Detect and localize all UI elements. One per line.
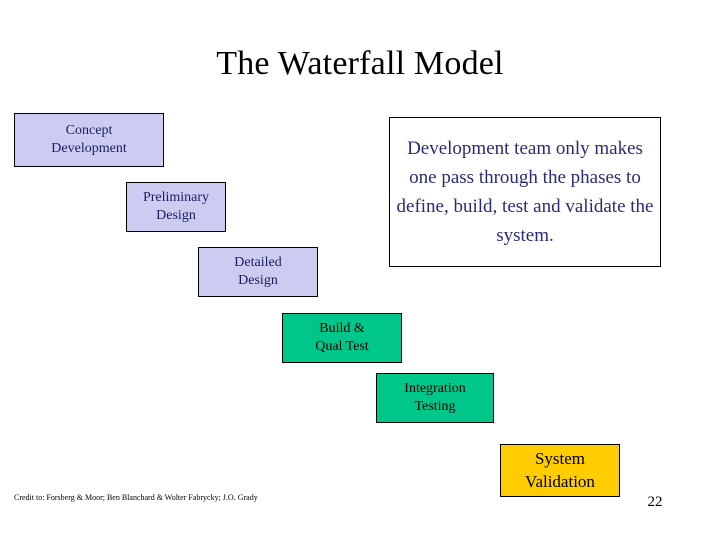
phase-box-build-qual-test[interactable]: Build & Qual Test bbox=[282, 313, 402, 363]
credit-line: Credit to: Forsberg & Moor; Ben Blanchar… bbox=[14, 493, 258, 502]
page-title: The Waterfall Model bbox=[216, 45, 504, 82]
phase-label-line2: Design bbox=[238, 273, 278, 288]
phase-box-system-validation[interactable]: System Validation bbox=[500, 444, 620, 497]
phase-label-line2: Development bbox=[51, 141, 127, 156]
phase-label-line1: Detailed bbox=[234, 254, 282, 270]
phase-label-line1: Preliminary bbox=[142, 189, 210, 205]
page-number: 22 bbox=[647, 494, 663, 510]
phase-label-line1: Build & bbox=[319, 320, 365, 336]
phase-label-line2: Design bbox=[156, 208, 196, 223]
phase-label-line2: Qual Test bbox=[315, 339, 369, 354]
phase-label-line1: System bbox=[534, 449, 586, 469]
phase-label-line2: Testing bbox=[414, 399, 456, 414]
phase-label-line1: Concept bbox=[65, 122, 113, 138]
phase-box-integration-testing[interactable]: Integration Testing bbox=[376, 373, 494, 423]
phase-box-preliminary-design[interactable]: Preliminary Design bbox=[126, 182, 226, 232]
phase-label-line1: Integration bbox=[404, 380, 466, 396]
callout-note-text: Development team only makes one pass thr… bbox=[396, 138, 654, 246]
phase-box-detailed-design[interactable]: Detailed Design bbox=[198, 247, 318, 297]
phase-box-concept-development[interactable]: Concept Development bbox=[14, 113, 164, 167]
callout-note-box: Development team only makes one pass thr… bbox=[389, 117, 661, 267]
phase-label-line2: Validation bbox=[525, 471, 595, 491]
